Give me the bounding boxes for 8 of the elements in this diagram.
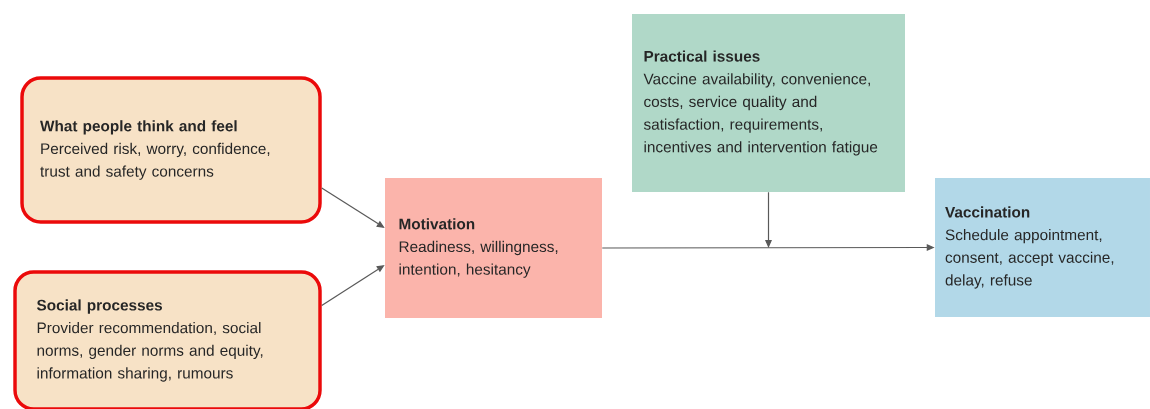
rounded-box: What people think and feel Perceived risk, worry, confidence, trust and safety concerns: [20, 76, 322, 224]
arrow: [765, 191, 772, 248]
rounded-box: Social processes Provider recommendation, social norms, gender norms and equity, information sharing, rumours: [13, 270, 322, 409]
arrow: [321, 265, 385, 307]
process-box: Motivation Readiness, willingness, intention, hesitancy: [385, 178, 602, 318]
process-box: Vaccination Schedule appointment, consent, accept vaccine, delay, refuse: [935, 178, 1150, 317]
arrow: [321, 187, 385, 228]
process-box: Practical issues Vaccine availability, convenience, costs, service quality and satisfaction, requirements, incentives and intervention fatigue: [632, 14, 905, 192]
